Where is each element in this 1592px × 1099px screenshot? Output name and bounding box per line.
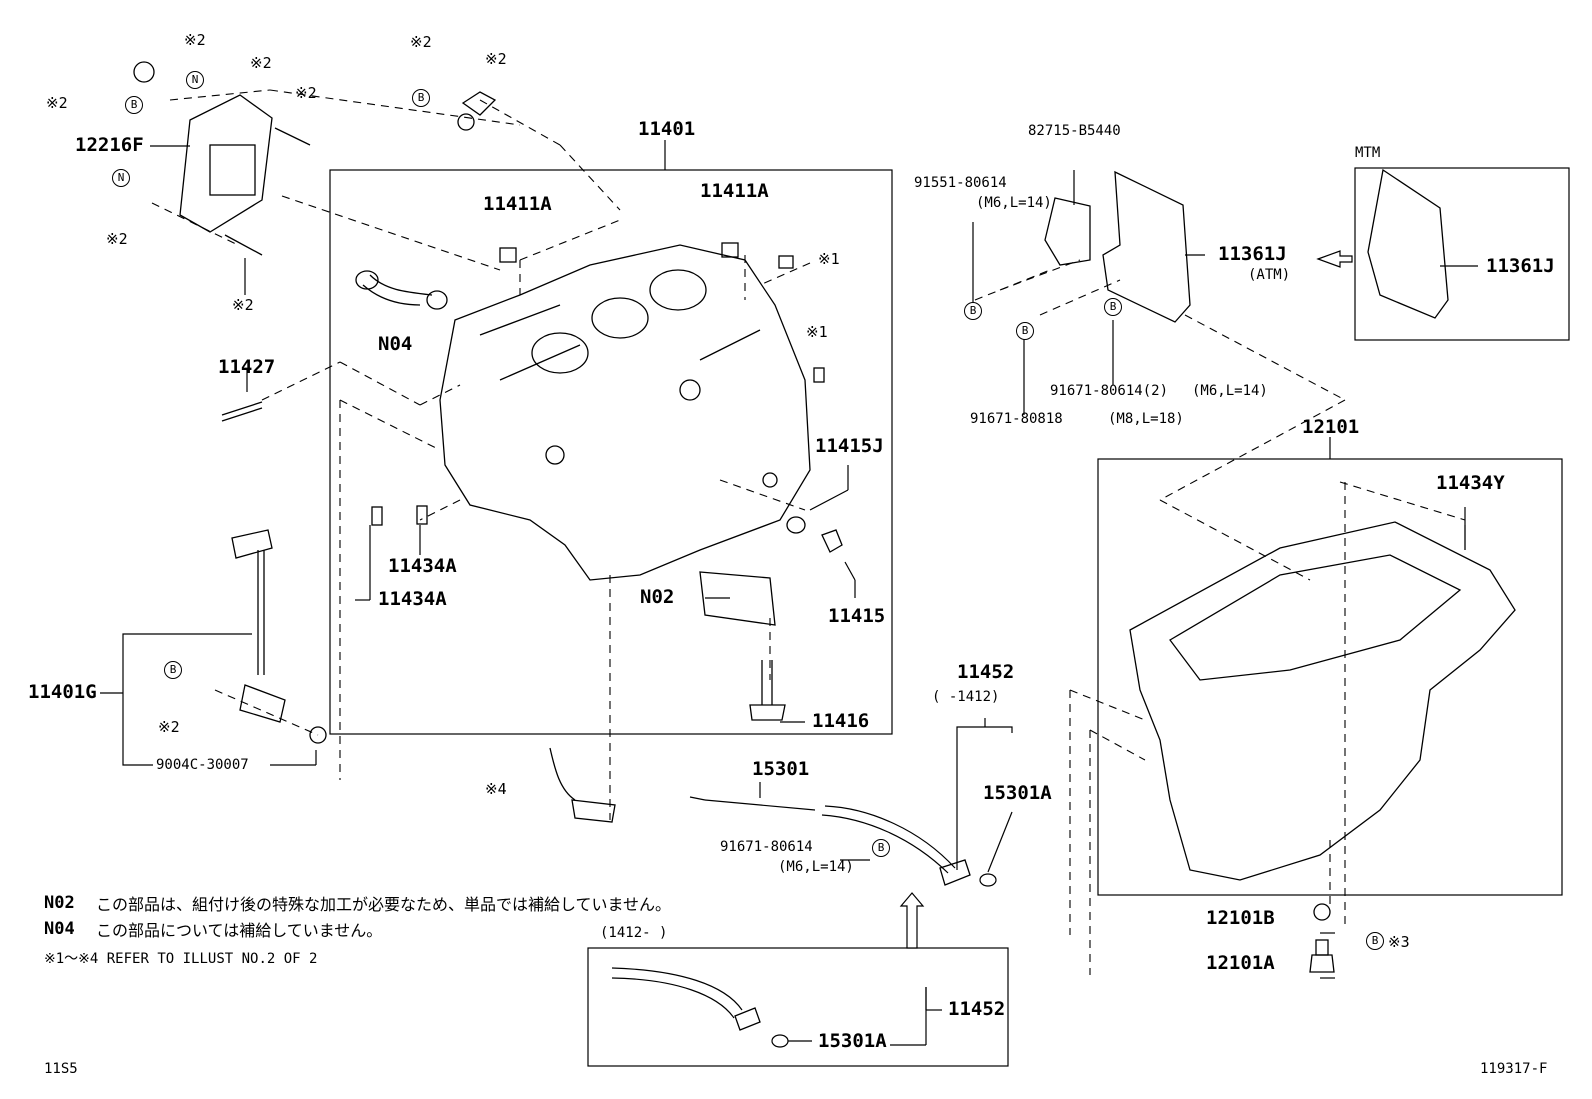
ref-mark-2: ※2 bbox=[184, 31, 206, 49]
footer-illust-id: 119317-F bbox=[1480, 1061, 1548, 1077]
engine-block-frame bbox=[329, 169, 893, 735]
ref-mark-1: ※1 bbox=[806, 323, 828, 341]
label-n04: N04 bbox=[378, 333, 413, 355]
label-91551-spec: (M6,L=14) bbox=[976, 195, 1052, 211]
note-n04-text: この部品については補給していません。 bbox=[96, 921, 383, 940]
circle-b-mark: B bbox=[964, 302, 982, 320]
label-n02: N02 bbox=[640, 586, 675, 608]
ref-mark-2: ※2 bbox=[410, 33, 432, 51]
circle-n-mark: N bbox=[186, 71, 204, 89]
label-91671-80614-spec: (M6,L=14) bbox=[778, 859, 854, 875]
label-12216f: 12216F bbox=[75, 134, 144, 156]
label-91671-80614-2-spec: (M6,L=14) bbox=[1192, 383, 1268, 399]
label-15301a-top: 15301A bbox=[983, 782, 1052, 804]
label-11452-bottom: 11452 bbox=[948, 998, 1006, 1020]
label-91671-80614-2: 91671-80614(2) bbox=[1050, 383, 1169, 399]
label-11401: 11401 bbox=[638, 118, 696, 140]
label-11411a-left: 11411A bbox=[483, 193, 552, 215]
oil-level-gauge-frame bbox=[587, 947, 1009, 1067]
ref-mark-2: ※2 bbox=[106, 230, 128, 248]
label-11401g: 11401G bbox=[28, 681, 97, 703]
label-11434a-upper: 11434A bbox=[388, 555, 457, 577]
label-11411a-right: 11411A bbox=[700, 180, 769, 202]
label-mtm: MTM bbox=[1355, 145, 1381, 161]
circle-b-mark: B bbox=[412, 89, 430, 107]
ref-mark-2: ※2 bbox=[295, 84, 317, 102]
label-11452-top: 11452 bbox=[957, 661, 1015, 683]
ref-mark-2: ※2 bbox=[485, 50, 507, 68]
ref-mark-3: ※3 bbox=[1388, 933, 1410, 951]
label-11434a-lower: 11434A bbox=[378, 588, 447, 610]
label-91671-80818: 91671-80818 bbox=[970, 411, 1063, 427]
note-refer: ※1～※4 REFER TO ILLUST NO.2 OF 2 bbox=[44, 951, 318, 967]
label-11361j-mtm: 11361J bbox=[1486, 255, 1555, 277]
circle-b-mark: B bbox=[125, 96, 143, 114]
note-n02-text: この部品は、組付け後の特殊な加工が必要なため、単品では補給していません。 bbox=[96, 895, 672, 914]
label-date-range-bottom: (1412- ) bbox=[600, 925, 668, 941]
label-11416: 11416 bbox=[812, 710, 870, 732]
label-91671-80818-spec: (M8,L=18) bbox=[1108, 411, 1184, 427]
label-15301a-bottom: 15301A bbox=[818, 1030, 887, 1052]
oil-pan-frame bbox=[1097, 458, 1563, 896]
circle-b-mark: B bbox=[872, 839, 890, 857]
ref-mark-2: ※2 bbox=[46, 94, 68, 112]
ref-mark-2: ※2 bbox=[158, 718, 180, 736]
label-12101: 12101 bbox=[1302, 416, 1360, 438]
mtm-frame bbox=[1354, 167, 1570, 341]
label-91671-80614: 91671-80614 bbox=[720, 839, 813, 855]
label-11427: 11427 bbox=[218, 356, 276, 378]
ref-mark-1: ※1 bbox=[818, 250, 840, 268]
label-atm: (ATM) bbox=[1248, 267, 1291, 283]
circle-b-mark: B bbox=[1366, 932, 1384, 950]
label-11361j-atm: 11361J bbox=[1218, 243, 1287, 265]
note-n04-code: N04 bbox=[44, 919, 75, 939]
circle-b-mark: B bbox=[1016, 322, 1034, 340]
label-date-range-top: ( -1412) bbox=[932, 689, 1000, 705]
footer-code: 11S5 bbox=[44, 1061, 78, 1077]
circle-n-mark: N bbox=[112, 169, 130, 187]
label-12101a: 12101A bbox=[1206, 952, 1275, 974]
label-12101b: 12101B bbox=[1206, 907, 1275, 929]
circle-b-mark: B bbox=[1104, 298, 1122, 316]
label-11415j: 11415J bbox=[815, 435, 884, 457]
label-11415: 11415 bbox=[828, 605, 886, 627]
label-91551-80614: 91551-80614 bbox=[914, 175, 1007, 191]
label-82715-b5440: 82715-B5440 bbox=[1028, 123, 1121, 139]
ref-mark-2: ※2 bbox=[232, 296, 254, 314]
ref-mark-2: ※2 bbox=[250, 54, 272, 72]
label-15301: 15301 bbox=[752, 758, 810, 780]
circle-b-mark: B bbox=[164, 661, 182, 679]
note-n02-code: N02 bbox=[44, 893, 75, 913]
ref-mark-4: ※4 bbox=[485, 780, 507, 798]
label-9004c-30007: 9004C-30007 bbox=[156, 757, 249, 773]
label-11434y: 11434Y bbox=[1436, 472, 1505, 494]
